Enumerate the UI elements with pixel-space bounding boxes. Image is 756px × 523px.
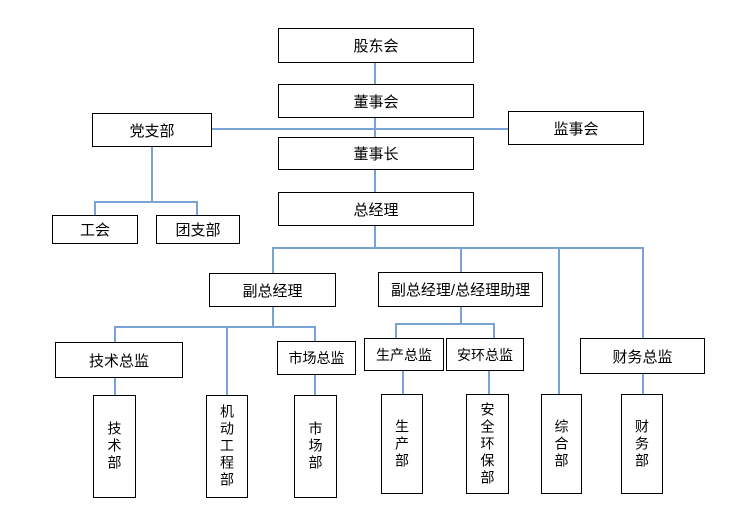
node-labor-union: 工会 [52,215,138,244]
connector-deputy-gm-down [272,307,274,327]
connector-board-chairman [374,118,376,137]
connector-to-general-affairs-dept [558,247,560,394]
connector-to-marketing-director [314,326,316,341]
node-general-affairs-dept: 综合部 [541,394,582,494]
connector-deputy-gm-children-h [114,326,316,328]
connector-party-supervisory [212,128,508,130]
node-production-director: 生产总监 [364,338,444,371]
connector-to-labor-union [94,201,96,215]
connector-to-youth-league [196,201,198,215]
connector-gm-children-h [272,247,644,249]
connector-to-production-director [395,323,397,338]
node-shareholders-meeting: 股东会 [278,28,474,63]
connector-to-technical-director [114,326,116,342]
connector-to-safety-env-director [493,323,495,338]
node-marketing-dept: 市场部 [294,395,337,498]
node-finance-dept: 财务部 [621,394,663,494]
node-general-manager: 总经理 [278,192,474,226]
connector-deputy-gm-assistant-down [460,307,462,324]
connector-party-children-h [94,201,198,203]
node-marketing-director: 市场总监 [277,341,356,375]
node-deputy-gm-gm-assistant: 副总经理/总经理助理 [378,272,543,307]
connector-to-mechanical-engineering-dept [226,326,228,395]
connector-technical-director-dept [114,378,116,395]
node-mechanical-engineering-dept: 机动工程部 [206,395,248,498]
node-chairman: 董事长 [278,137,474,170]
node-safety-env-director: 安环总监 [446,338,524,371]
connector-assistant-children-h [395,323,495,325]
connector-to-deputy-gm-assistant [460,247,462,272]
connector-to-finance-director [642,247,644,338]
node-board-of-directors: 董事会 [278,84,474,118]
connector-party-down [151,147,153,202]
node-supervisory-board: 监事会 [508,111,644,145]
connector-finance-director-dept [642,374,644,394]
node-production-dept: 生产部 [381,394,423,494]
node-finance-director: 财务总监 [580,338,705,374]
connector-safety-env-director-dept [488,371,490,394]
node-safety-environment-dept: 安全环保部 [466,394,509,494]
connector-chairman-gm [374,170,376,192]
node-technology-dept: 技术部 [93,395,136,498]
node-party-branch: 党支部 [92,113,212,147]
node-youth-league-branch: 团支部 [156,215,240,244]
connector-to-deputy-gm [272,247,274,273]
node-deputy-general-manager: 副总经理 [209,273,336,307]
connector-shareholders-board [374,63,376,84]
connector-marketing-director-dept [314,375,316,395]
connector-production-director-dept [402,371,404,394]
node-technical-director: 技术总监 [55,342,183,378]
connector-gm-down [374,226,376,248]
